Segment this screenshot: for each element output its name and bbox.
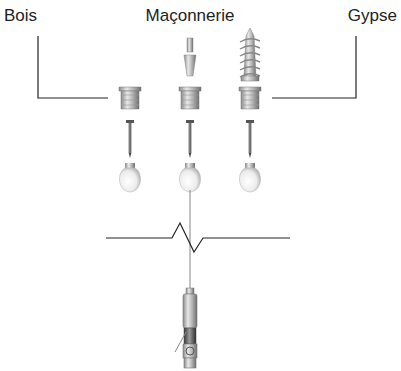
material-label: Bois <box>4 6 37 26</box>
thread <box>240 46 260 49</box>
masonry-plug <box>184 38 196 76</box>
drywall-anchor <box>240 28 260 81</box>
thread <box>240 39 260 42</box>
fastener-columns <box>119 87 261 192</box>
fastener-set <box>179 87 201 192</box>
break-line <box>106 223 290 252</box>
thread <box>240 60 260 63</box>
cable-gripper <box>175 288 197 368</box>
bracket-lines <box>38 36 356 98</box>
material-label: Gypse <box>348 6 397 26</box>
thread <box>240 67 260 70</box>
thread <box>240 53 260 56</box>
material-label: Maçonnerie <box>146 6 235 26</box>
fastener-set <box>119 87 141 192</box>
cable <box>189 190 190 292</box>
fastener-set <box>239 87 261 192</box>
